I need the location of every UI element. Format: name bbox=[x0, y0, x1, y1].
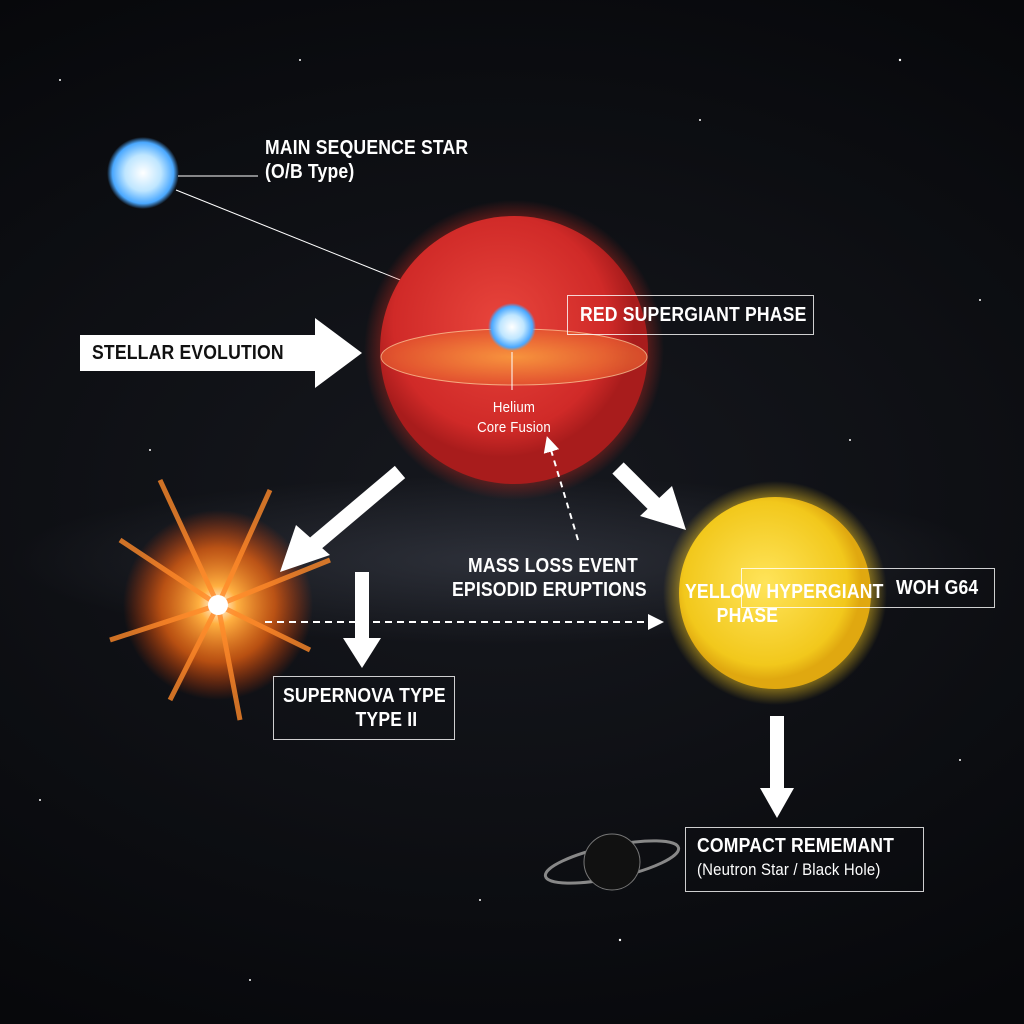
arrow-to-yellow bbox=[640, 486, 686, 530]
yellow-line1: YELLOW HYPERGIANT bbox=[685, 581, 884, 603]
mass-loss-line2: EPISODID ERUPTIONS bbox=[452, 579, 647, 601]
stellar-evolution-label: STELLAR EVOLUTION bbox=[92, 342, 284, 364]
supernova-explosion bbox=[109, 478, 331, 721]
compact-remnant-object bbox=[543, 833, 681, 891]
helium-line: Helium bbox=[492, 399, 536, 416]
main-sequence-type: (O/B Type) bbox=[265, 161, 355, 183]
core-star bbox=[488, 303, 536, 351]
stars-field bbox=[39, 58, 981, 981]
supernova-label: SUPERNOVA TYPE TYPE II bbox=[283, 684, 446, 732]
main-sequence-star bbox=[107, 137, 179, 209]
arrow-to-supernova bbox=[280, 525, 330, 572]
supernova-line1: SUPERNOVA TYPE bbox=[283, 685, 446, 707]
main-sequence-title: MAIN SEQUENCE STAR bbox=[265, 137, 469, 159]
red-supergiant-label: RED SUPERGIANT PHASE bbox=[580, 304, 807, 326]
main-sequence-label: MAIN SEQUENCE STAR (O/B Type) bbox=[265, 136, 468, 184]
yellow-hypergiant-label: YELLOW HYPERGIANT PHASE bbox=[685, 580, 884, 628]
yellow-hypergiant-star bbox=[679, 497, 871, 689]
mass-loss-label: MASS LOSS EVENT EPISODID ERUPTIONS bbox=[452, 554, 647, 602]
arrow-down-supernova bbox=[343, 638, 381, 668]
mass-loss-line1: MASS LOSS EVENT bbox=[468, 555, 638, 577]
supernova-line2: TYPE II bbox=[355, 709, 418, 731]
red-supergiant-box bbox=[567, 295, 814, 335]
compact-remnant-label: COMPACT REMEMANT (Neutron Star / Black H… bbox=[697, 834, 894, 882]
remnant-line2: (Neutron Star / Black Hole) bbox=[697, 860, 881, 879]
compact-remnant-box bbox=[685, 827, 924, 892]
remnant-line1: COMPACT REMEMANT bbox=[697, 835, 895, 857]
core-fusion-line: Core Fusion bbox=[477, 419, 551, 436]
stellar-evolution-arrow bbox=[80, 318, 362, 388]
supernova-box bbox=[273, 676, 455, 740]
yellow-line2: PHASE bbox=[716, 605, 779, 627]
arrow-down-remnant bbox=[760, 788, 794, 818]
woh-label: WOH G64 bbox=[896, 577, 979, 599]
helium-core-label: Helium Core Fusion bbox=[470, 398, 558, 438]
woh-box bbox=[741, 568, 995, 608]
